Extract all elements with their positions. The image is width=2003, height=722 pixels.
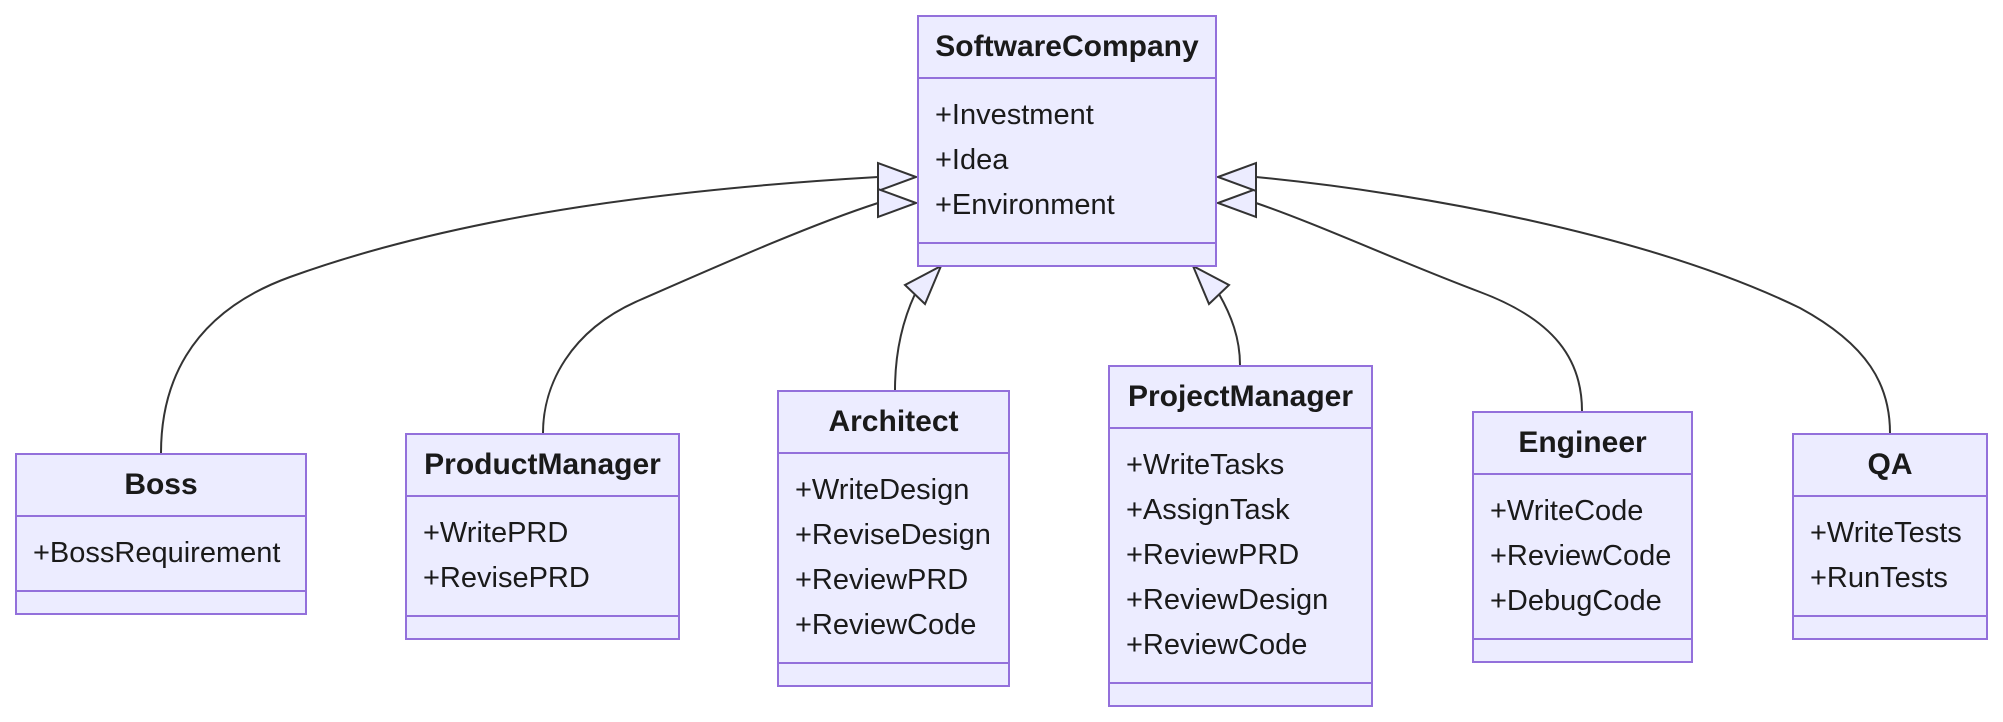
- class-attributes: +WriteCode +ReviewCode +DebugCode: [1474, 475, 1691, 640]
- class-attribute: +RevisePRD: [423, 562, 590, 594]
- class-attribute: +Environment: [935, 189, 1115, 221]
- class-attributes: +WriteTasks +AssignTask +ReviewPRD +Revi…: [1110, 429, 1371, 684]
- edge-engineer-inherits-softwarecompany: [1215, 187, 1583, 412]
- class-attributes: +WritePRD +RevisePRD: [407, 497, 678, 617]
- class-title: ProjectManager: [1110, 367, 1371, 429]
- class-title: Boss: [17, 455, 305, 517]
- class-title: QA: [1794, 435, 1986, 497]
- class-node-productmanager: ProductManager +WritePRD +RevisePRD: [405, 433, 680, 640]
- class-attribute: +AssignTask: [1126, 494, 1290, 526]
- class-attribute: +RunTests: [1810, 562, 1948, 594]
- class-attribute: +WriteTasks: [1126, 449, 1285, 481]
- class-node-boss: Boss +BossRequirement: [15, 453, 307, 615]
- edge-qa-inherits-softwarecompany: [1215, 161, 1891, 434]
- edge-architect-inherits-softwarecompany: [894, 263, 944, 391]
- class-node-architect: Architect +WriteDesign +ReviseDesign +Re…: [777, 390, 1010, 687]
- class-attribute: +ReviewDesign: [1126, 584, 1329, 616]
- inheritance-arrowhead: [1215, 161, 1257, 193]
- class-attributes: +WriteTests +RunTests: [1794, 497, 1986, 617]
- class-attribute: +Investment: [935, 99, 1094, 131]
- class-methods-empty: [17, 592, 305, 613]
- class-node-engineer: Engineer +WriteCode +ReviewCode +DebugCo…: [1472, 411, 1693, 663]
- class-attributes: +WriteDesign +ReviseDesign +ReviewPRD +R…: [779, 454, 1008, 664]
- class-methods-empty: [407, 617, 678, 638]
- class-attribute: +Idea: [935, 144, 1009, 176]
- class-attribute: +ReviseDesign: [795, 519, 991, 551]
- inheritance-arrowhead: [877, 161, 919, 193]
- inheritance-arrowhead: [903, 263, 944, 306]
- class-title: Engineer: [1474, 413, 1691, 475]
- class-methods-empty: [1794, 617, 1986, 638]
- class-title: Architect: [779, 392, 1008, 454]
- class-methods-empty: [779, 664, 1008, 685]
- edge-boss-inherits-softwarecompany: [160, 161, 919, 454]
- class-attribute: +ReviewCode: [1490, 540, 1672, 572]
- class-attribute: +ReviewCode: [795, 609, 977, 641]
- class-title: SoftwareCompany: [919, 17, 1215, 79]
- class-methods-empty: [1110, 684, 1371, 705]
- class-methods-empty: [1474, 640, 1691, 661]
- class-attribute: +ReviewPRD: [1126, 539, 1300, 571]
- class-node-qa: QA +WriteTests +RunTests: [1792, 433, 1988, 640]
- class-attribute: +ReviewPRD: [795, 564, 969, 596]
- inheritance-arrowhead: [877, 187, 919, 219]
- class-attribute: +WritePRD: [423, 517, 569, 549]
- class-node-softwarecompany: SoftwareCompany +Investment +Idea +Envir…: [917, 15, 1217, 267]
- edge-productmanager-inherits-softwarecompany: [542, 187, 919, 434]
- class-attribute: +WriteDesign: [795, 474, 970, 506]
- class-attributes: +BossRequirement: [17, 517, 305, 592]
- class-attribute: +WriteCode: [1490, 495, 1644, 527]
- class-attribute: +DebugCode: [1490, 585, 1662, 617]
- class-attribute: +WriteTests: [1810, 517, 1962, 549]
- edge-projectmanager-inherits-softwarecompany: [1190, 263, 1241, 366]
- inheritance-arrowhead: [1215, 187, 1257, 219]
- class-attribute: +BossRequirement: [33, 537, 281, 569]
- class-attributes: +Investment +Idea +Environment: [919, 79, 1215, 244]
- class-node-projectmanager: ProjectManager +WriteTasks +AssignTask +…: [1108, 365, 1373, 707]
- class-methods-empty: [919, 244, 1215, 265]
- class-title: ProductManager: [407, 435, 678, 497]
- class-attribute: +ReviewCode: [1126, 629, 1308, 661]
- inheritance-arrowhead: [1190, 263, 1231, 306]
